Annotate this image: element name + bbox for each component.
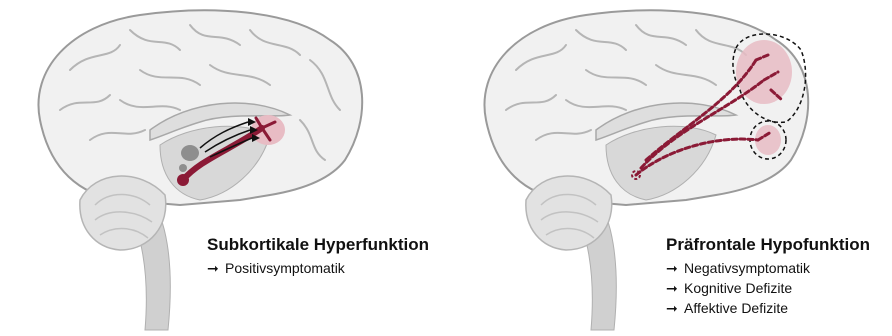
effect-item: ➞Positivsymptomatik bbox=[207, 258, 429, 278]
effect-label: Positivsymptomatik bbox=[225, 260, 345, 276]
pathway-origin-dot bbox=[177, 174, 189, 186]
caption-title: Präfrontale Hypofunktion bbox=[666, 235, 870, 255]
panel-prefrontal: Präfrontale Hypofunktion ➞Negativsymptom… bbox=[446, 0, 892, 336]
effects-list: ➞Negativsymptomatik ➞Kognitive Defizite … bbox=[666, 258, 870, 318]
effect-label: Negativsymptomatik bbox=[684, 260, 810, 276]
right-arrow-icon: ➞ bbox=[666, 278, 684, 298]
effect-item: ➞Negativsymptomatik bbox=[666, 258, 870, 278]
basal-ganglia-nucleus bbox=[181, 145, 199, 161]
right-arrow-icon: ➞ bbox=[207, 258, 225, 278]
right-arrow-icon: ➞ bbox=[666, 298, 684, 318]
caption-right: Präfrontale Hypofunktion ➞Negativsymptom… bbox=[666, 235, 870, 318]
right-arrow-icon: ➞ bbox=[666, 258, 684, 278]
effect-label: Affektive Defizite bbox=[684, 300, 788, 316]
caption-left: Subkortikale Hyperfunktion ➞Positivsympt… bbox=[207, 235, 429, 278]
panel-subcortical: Subkortikale Hyperfunktion ➞Positivsympt… bbox=[0, 0, 446, 336]
effect-label: Kognitive Defizite bbox=[684, 280, 792, 296]
effect-item: ➞Affektive Defizite bbox=[666, 298, 870, 318]
effect-item: ➞Kognitive Defizite bbox=[666, 278, 870, 298]
small-nucleus bbox=[179, 164, 187, 172]
caption-title: Subkortikale Hyperfunktion bbox=[207, 235, 429, 255]
brain-sagittal-left bbox=[0, 0, 446, 336]
effects-list: ➞Positivsymptomatik bbox=[207, 258, 429, 278]
